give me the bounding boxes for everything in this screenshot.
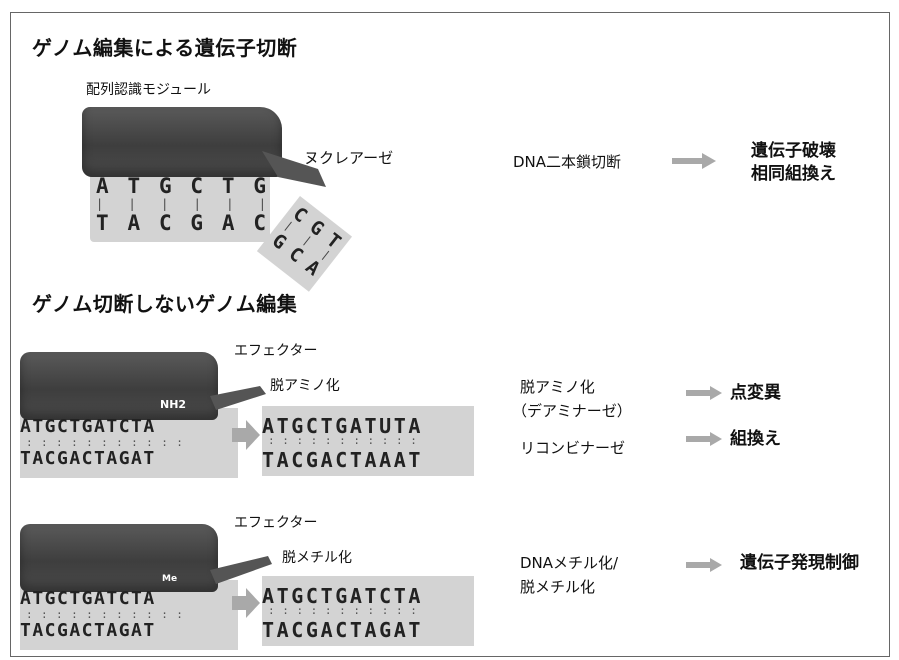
top-strand: A T G C T G [96, 174, 266, 198]
after-dna-methylation: ATGCTGATCTA ::::::::::: TACGACTAGAT [262, 576, 474, 646]
arrow-icon [686, 558, 722, 572]
section1-title: ゲノム編集による遺伝子切断 [32, 36, 298, 60]
recombinase-label: リコンビナーゼ [520, 439, 626, 457]
nh2-mark: NH2 [160, 398, 187, 411]
effector-blade [210, 556, 272, 584]
before-top-strand: ATGCTGATCTA [20, 416, 156, 437]
bond-ticks: |||||| [96, 197, 266, 211]
sequence: ATGCTGATUTA [262, 414, 424, 438]
sequence: TACGACTAGAT [262, 618, 424, 642]
sequence: ATGCTGATCTA [20, 588, 156, 609]
methylation-label-line2: 脱メチル化 [520, 578, 596, 596]
outcome-point-mutation: 点変異 [730, 383, 781, 403]
base: C [253, 211, 266, 235]
sequence: TACGACTAAAT [262, 448, 424, 472]
sequence: ATGCTGATCTA [20, 416, 156, 437]
sequence: TACGACTAGAT [20, 620, 156, 641]
dsb-label: DNA二本鎖切断 [513, 153, 622, 171]
base: T [127, 174, 141, 198]
before-ticks: ::::::::::: [26, 608, 192, 621]
base: T [96, 211, 109, 235]
base: G [158, 174, 172, 198]
effector-complex-deamination: NH2 ATGCTGATCTA ::::::::::: TACGACTAGAT [20, 352, 266, 480]
block-arrow-icon [232, 420, 260, 450]
after-top-strand: ATGCTGATUTA [262, 414, 423, 438]
arrow-icon [686, 386, 722, 400]
module-label: 配列認識モジュール [86, 82, 212, 98]
cut-complex: A T G C T G |||||| T A C G A C [82, 107, 326, 250]
outcome-expression-control: 遺伝子発現制御 [740, 553, 859, 573]
base: C [190, 174, 204, 198]
base: T [221, 174, 235, 198]
sequence: ATGCTGATCTA [262, 584, 424, 608]
after-top-strand: ATGCTGATCTA [262, 584, 423, 608]
outcome-recombination: 組換え [730, 429, 781, 449]
base: A [221, 211, 235, 235]
effector-module [20, 352, 218, 420]
arrow-icon [686, 432, 722, 446]
outcome-homologous-recombination: 相同組換え [751, 164, 836, 184]
outcome-gene-disruption: 遺伝子破壊 [751, 141, 836, 161]
recognition-module [82, 107, 282, 177]
deaminase-label-line2: （デアミナーゼ） [512, 402, 632, 420]
base: G [267, 229, 291, 255]
after-dna-deamination: ATGCTGATUTA ::::::::::: TACGACTAAAT [262, 406, 474, 476]
base: A [96, 174, 109, 198]
effector-complex-methylation: Me ATGCTGATCTA ::::::::::: TACGACTAGAT [20, 524, 272, 652]
effector-label: エフェクター [234, 343, 318, 359]
after-bottom-strand: TACGACTAAAT [262, 448, 423, 472]
bottom-strand: T A C G A C [96, 211, 266, 235]
after-ticks: ::::::::::: [268, 434, 425, 447]
section2-title: ゲノム切断しないゲノム編集 [32, 292, 298, 316]
effector-module [20, 524, 218, 592]
after-ticks: ::::::::::: [268, 604, 425, 617]
demethylation-label: 脱メチル化 [282, 550, 352, 566]
methylation-label-line1: DNAメチル化/ [520, 554, 619, 572]
effector-blade [210, 386, 266, 410]
deamination-label: 脱アミノ化 [270, 378, 340, 394]
before-top-strand: ATGCTGATCTA [20, 588, 156, 609]
base: C [158, 211, 172, 235]
base: G [190, 211, 204, 235]
after-bottom-strand: TACGACTAGAT [262, 618, 423, 642]
base: A [301, 255, 324, 281]
before-ticks: ::::::::::: [26, 436, 192, 449]
base: C [284, 242, 308, 268]
sequence: TACGACTAGAT [20, 448, 156, 469]
base: G [253, 174, 266, 198]
effector-label: エフェクター [234, 515, 318, 531]
deaminase-label-line1: 脱アミノ化 [520, 378, 595, 396]
base: A [127, 211, 141, 235]
before-bottom-strand: TACGACTAGAT [20, 620, 156, 641]
nuclease-blade [262, 151, 326, 187]
nuclease-label: ヌクレアーゼ [304, 149, 394, 167]
before-bottom-strand: TACGACTAGAT [20, 448, 156, 469]
block-arrow-icon [232, 588, 260, 618]
arrow-icon [672, 153, 716, 169]
methyl-mark: Me [162, 574, 178, 584]
